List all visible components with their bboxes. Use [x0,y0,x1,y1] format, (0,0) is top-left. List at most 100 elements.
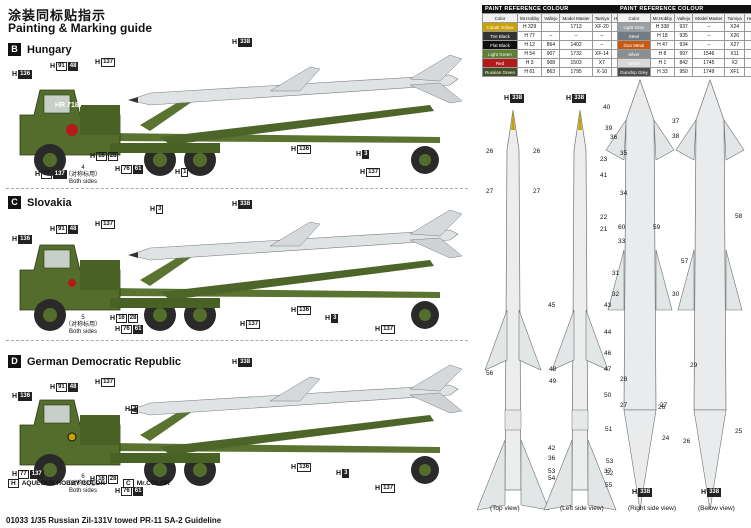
part-number: 45 [548,302,556,309]
paint-table-header: Humbrol [743,13,751,23]
section-divider [6,188,468,189]
paint-code: 907 [541,49,561,59]
both-sides-note: 5（对称标用）Both sides [65,315,102,335]
part-number: 27 [620,402,628,409]
color-swatch: Russian Green [481,67,519,77]
part-number: 40 [603,104,611,111]
part-number: 47 [604,366,612,373]
paint-table-caption: PAINT REFERENCE COLOUR [617,5,751,13]
color-swatch: Light Green [481,49,519,59]
part-number: 24 [662,435,670,442]
section-badge: C [8,196,21,209]
color-swatch: Steel [617,31,651,41]
part-number: 57 [681,258,689,265]
footer-title: 01033 1/35 Russian Zil-131V towed PR-11 … [6,516,222,525]
paint-code: – [692,31,726,41]
paint-code: 1402 [559,40,593,50]
paint-code: H 61 [517,67,543,77]
paint-code: H 47 [649,40,676,50]
paint-code: H 33 [649,67,676,77]
part-number: 36 [548,455,556,462]
part-number: 38 [672,133,680,140]
paint-table-header: Color [617,13,651,23]
color-swatch: Gun Metal [617,40,651,50]
part-number: 23 [600,156,608,163]
paint-code: 1749 [692,67,726,77]
paint-code: H 12 [517,40,543,50]
part-number: 49 [549,378,557,385]
view-label-top: (Top view) [490,505,520,512]
section-hungary-heading: B Hungary [8,43,72,56]
paint-table-header: Mr.Hobby [649,13,676,23]
paint-code: – [692,22,726,32]
section-slovakia-heading: C Slovakia [8,196,72,209]
paint-code: 1503 [559,58,593,68]
paint-table-header: Model Master [559,13,593,23]
color-swatch: Flat Black [481,40,519,50]
paint-code: X7 [591,58,613,68]
part-number: 36 [610,134,618,141]
paint-code: H 77 [517,31,543,41]
both-sides-note: 4（对称标用）Both sides [65,165,102,185]
paint-table-header: Model Master [692,13,726,23]
paint-code: 935 [674,31,694,41]
part-number: 52 [606,470,614,477]
paint-code: 842 [674,58,694,68]
paint-code: 11 [743,49,751,59]
paint-code: – [743,22,751,32]
paint-code: 864 [541,40,561,50]
part-number: 46 [604,350,612,357]
part-number: 37 [672,118,680,125]
part-number: 27 [486,188,494,195]
paint-code: 863 [541,67,561,77]
part-number: 26 [683,438,691,445]
paint-table-header: Mr.Hobby [517,13,543,23]
paint-code: – [743,31,751,41]
part-number: 59 [653,224,661,231]
paint-code: X11 [724,49,745,59]
part-number: 50 [604,392,612,399]
paint-code: 22 [743,58,751,68]
part-number: 30 [672,291,680,298]
paint-code: 950 [674,67,694,77]
paint-code: H 338 [649,22,676,32]
paint-code: H 329 [517,22,543,32]
part-number: 48 [549,366,557,373]
color-swatch: Silver [617,49,651,59]
part-number: 37 [604,468,612,475]
paint-code: 1795 [559,67,593,77]
paint-code: 1713 [559,22,593,32]
paint-code: X24 [724,22,745,32]
section-divider [6,340,468,341]
part-number: 44 [604,329,612,336]
part-number: 34 [620,190,628,197]
color-swatch: Tire Black [481,31,519,41]
page-title: Painting & Marking guide [8,21,153,35]
